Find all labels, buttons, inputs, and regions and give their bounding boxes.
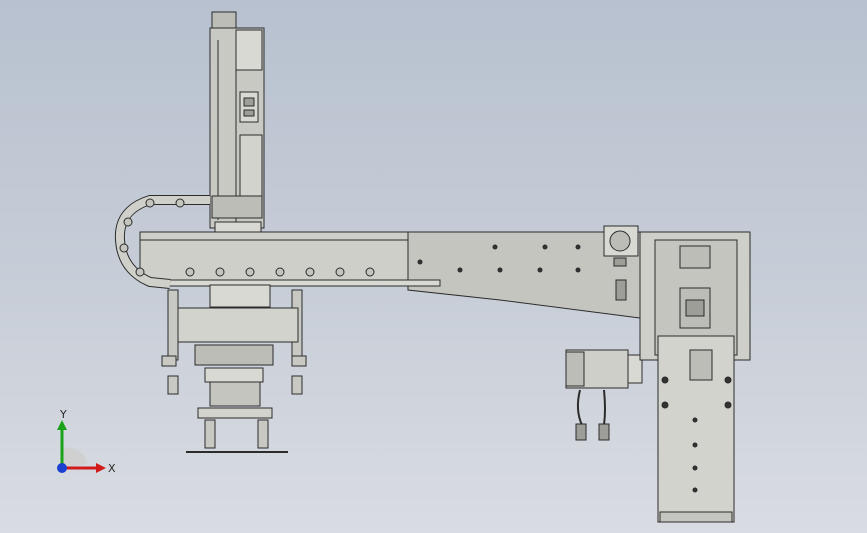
coordinate-triad: Y X bbox=[57, 408, 116, 475]
x-arrowhead-icon bbox=[96, 463, 106, 473]
cable-chain[interactable] bbox=[114, 195, 375, 289]
right-carriage[interactable] bbox=[639, 231, 751, 523]
y-axis-label: Y bbox=[59, 408, 67, 421]
beam-drive-motor[interactable] bbox=[603, 225, 639, 301]
gripper-assembly[interactable] bbox=[161, 284, 307, 453]
x-axis-label: X bbox=[108, 462, 116, 475]
vertical-column[interactable] bbox=[209, 11, 265, 235]
z-axis-origin-icon bbox=[57, 463, 67, 473]
servo-motor[interactable] bbox=[565, 349, 643, 441]
y-arrowhead-icon bbox=[57, 420, 67, 430]
triad-arc bbox=[62, 447, 88, 468]
